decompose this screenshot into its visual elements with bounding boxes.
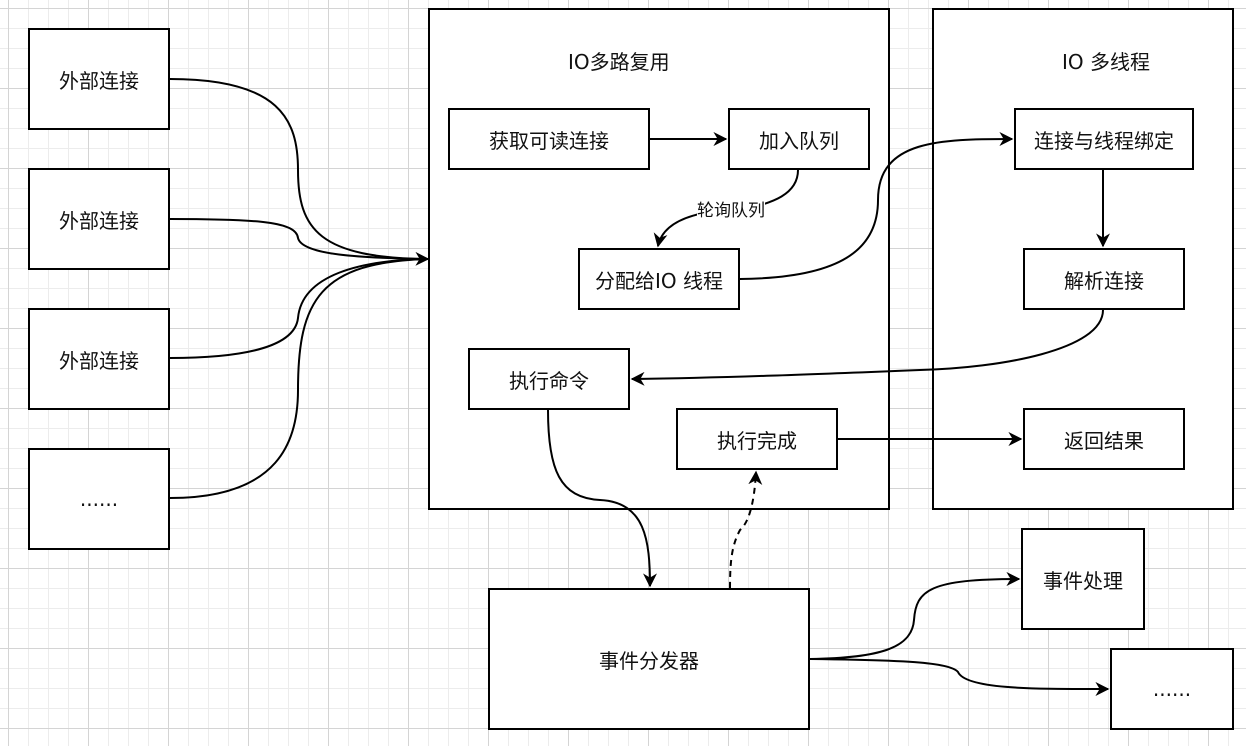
node-label: 返回结果 — [1064, 428, 1144, 453]
poll-queue-label: 轮询队列 — [697, 201, 765, 221]
external-connection-more[interactable]: ...... — [28, 448, 170, 550]
edge-dispatcher-to-handler[interactable] — [809, 572, 1021, 660]
get-readable-connection-node[interactable]: 获取可读连接 — [448, 108, 650, 170]
edge-ext1-to-io[interactable] — [169, 78, 430, 266]
enqueue-node[interactable]: 加入队列 — [728, 108, 870, 170]
external-connection-2[interactable]: 外部连接 — [28, 168, 170, 270]
node-label: 事件分发器 — [599, 648, 699, 673]
external-connection-label: ...... — [79, 487, 119, 511]
node-label: 连接与线程绑定 — [1034, 128, 1174, 153]
io-multiplexing-title: IO多路复用 — [568, 50, 670, 74]
node-label: 执行完成 — [717, 428, 797, 453]
event-dispatcher-node[interactable]: 事件分发器 — [488, 588, 810, 730]
io-multithread-title: IO 多线程 — [1062, 50, 1150, 74]
bind-thread-node[interactable]: 连接与线程绑定 — [1014, 108, 1194, 170]
return-result-node[interactable]: 返回结果 — [1023, 408, 1185, 470]
node-label: 解析连接 — [1064, 268, 1144, 293]
event-handler-node[interactable]: 事件处理 — [1021, 528, 1145, 630]
external-connection-label: 外部连接 — [59, 208, 139, 233]
node-label: 执行命令 — [509, 368, 589, 393]
node-label: 加入队列 — [759, 128, 839, 153]
node-label: ...... — [1152, 677, 1192, 701]
external-connection-1[interactable]: 外部连接 — [28, 28, 170, 130]
edge-ext3-to-io[interactable] — [169, 258, 429, 359]
execute-done-node[interactable]: 执行完成 — [676, 408, 838, 470]
parse-connection-node[interactable]: 解析连接 — [1023, 248, 1185, 310]
edge-ext2-to-io[interactable] — [169, 218, 429, 260]
node-label: 事件处理 — [1043, 568, 1123, 593]
edge-dispatcher-to-more[interactable] — [809, 658, 1110, 697]
more-handlers-node[interactable]: ...... — [1110, 648, 1234, 730]
edge-ext4-to-io[interactable] — [169, 258, 429, 499]
external-connection-label: 外部连接 — [59, 68, 139, 93]
execute-command-node[interactable]: 执行命令 — [468, 348, 630, 410]
assign-io-thread-node[interactable]: 分配给IO 线程 — [578, 248, 740, 310]
node-label: 分配给IO 线程 — [595, 268, 723, 293]
node-label: 获取可读连接 — [489, 128, 609, 153]
external-connection-3[interactable]: 外部连接 — [28, 308, 170, 410]
external-connection-label: 外部连接 — [59, 348, 139, 373]
